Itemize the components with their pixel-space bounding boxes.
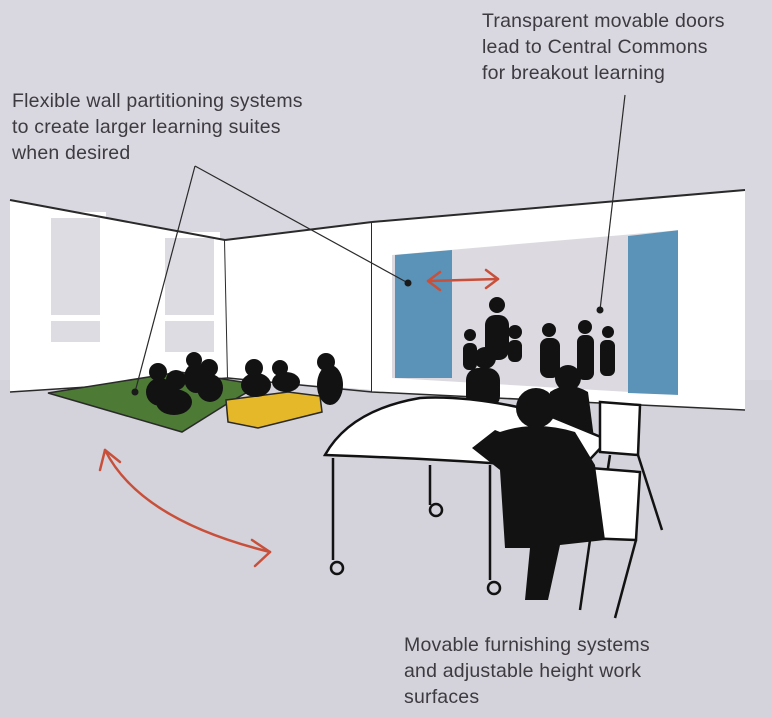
table-legs [329, 458, 502, 596]
callout-walls-line-3: when desired [12, 142, 131, 164]
callout-wall-partitioning: Flexible wall partitioning systems to cr… [12, 88, 303, 166]
yellow-bench [225, 391, 323, 429]
movable-wall-arrow [98, 448, 272, 568]
middle-wall [225, 222, 372, 390]
movable-door-left [395, 250, 452, 378]
student-group-bench [241, 353, 343, 405]
callout-walls-line-2: to create larger learning suites [12, 116, 281, 138]
callout-furnishing-line-2: and adjustable height work [404, 660, 642, 682]
callout-furnishing: Movable furnishing systems and adjustabl… [404, 632, 650, 710]
student-group-rug [146, 352, 223, 415]
callout-doors-line-1: Transparent movable doors [482, 10, 725, 32]
callout-movable-doors: Transparent movable doors lead to Centra… [482, 8, 725, 86]
students-commons [463, 297, 615, 438]
callout-doors-line-2: lead to Central Commons [482, 36, 708, 58]
sliding-door-arrow [426, 268, 500, 292]
leader-lines [134, 94, 626, 393]
callout-furnishing-line-3: surfaces [404, 686, 480, 708]
callout-furnishing-line-1: Movable furnishing systems [404, 634, 650, 656]
movable-door-right [628, 230, 680, 395]
student-foreground [472, 388, 605, 600]
callout-doors-line-3: for breakout learning [482, 62, 666, 84]
leader-dots [131, 279, 604, 396]
callout-walls-line-1: Flexible wall partitioning systems [12, 90, 303, 112]
